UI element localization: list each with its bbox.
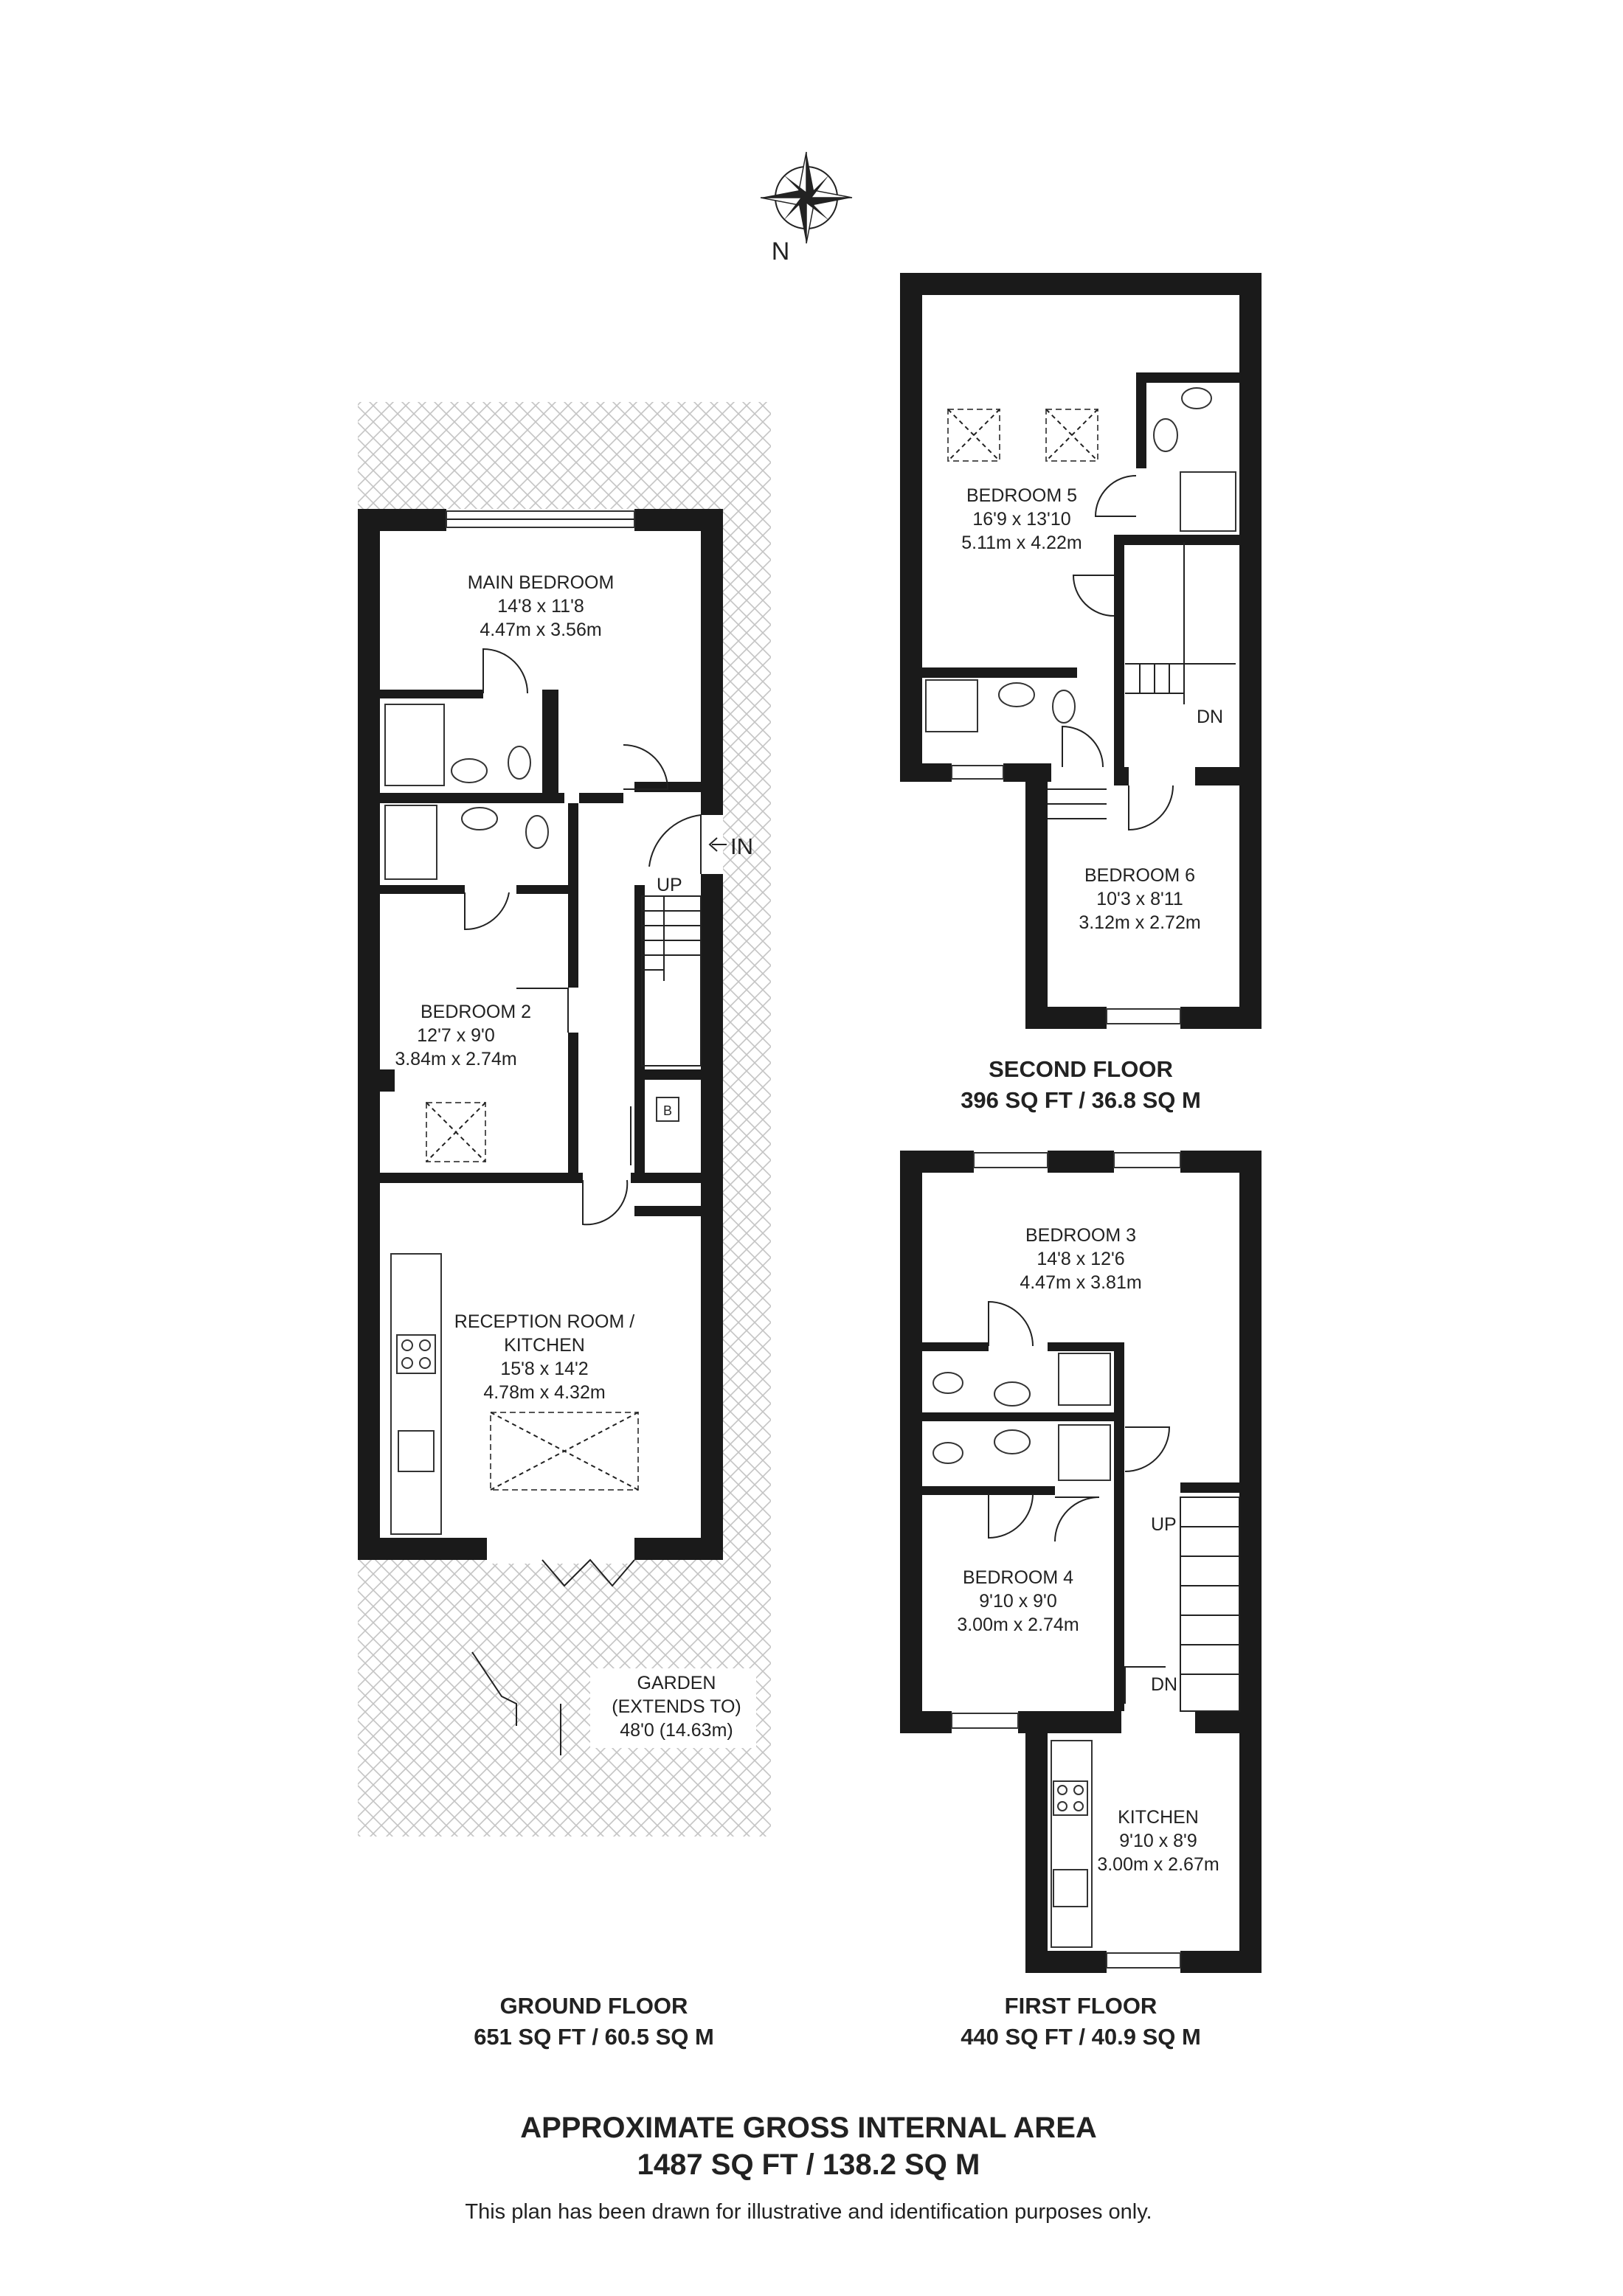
ground-floor-staircase — [641, 895, 702, 1067]
toilet-icon — [525, 815, 549, 849]
kitchen-imperial: 9'10 x 8'9 — [1119, 1831, 1197, 1851]
reception-metric: 4.78m x 4.32m — [483, 1382, 605, 1403]
kitchen-worktop — [390, 1253, 442, 1535]
bedroom-5-imperial: 16'9 x 13'10 — [972, 509, 1070, 530]
compass-rose-icon — [760, 151, 853, 244]
second-floor-staircase — [1048, 542, 1236, 819]
skylight-icon — [426, 1102, 486, 1162]
bedroom-6-imperial: 10'3 x 8'11 — [1096, 889, 1183, 909]
bedroom-2-imperial: 12'7 x 9'0 — [417, 1025, 494, 1046]
basin-icon — [998, 682, 1035, 707]
second-stair-down-label: DN — [1197, 707, 1223, 727]
basin-icon — [994, 1429, 1031, 1454]
reception-imperial: 15'8 x 14'2 — [500, 1359, 588, 1379]
second-floor-title: SECOND FLOOR — [989, 1056, 1173, 1082]
main-bedroom-name: MAIN BEDROOM — [468, 572, 615, 593]
ground-floor-plan: UP IN B — [358, 402, 771, 1837]
sink-icon — [1053, 1869, 1088, 1907]
bedroom-4-metric: 3.00m x 2.74m — [957, 1615, 1079, 1635]
toilet-icon — [932, 1372, 963, 1394]
toilet-icon — [1181, 387, 1212, 409]
boiler-box — [656, 1097, 679, 1122]
skylight-icon — [1045, 409, 1098, 462]
toilet-icon — [932, 1442, 963, 1464]
bedroom-5-metric: 5.11m x 4.22m — [961, 533, 1082, 553]
garden-length: 48'0 (14.63m) — [620, 1720, 733, 1741]
boiler-label: B — [663, 1103, 672, 1118]
bedroom-3-name: BEDROOM 3 — [1025, 1225, 1136, 1246]
basin-icon — [451, 758, 488, 783]
toilet-icon — [1052, 690, 1076, 724]
shower-tray-icon — [384, 805, 437, 880]
shower-tray-icon — [1058, 1353, 1111, 1406]
first-floor-staircase — [1180, 1496, 1240, 1712]
first-floor-title: FIRST FLOOR — [1005, 1993, 1157, 2019]
first-floor-plan — [900, 1151, 1262, 1973]
main-bedroom-metric: 4.47m x 3.56m — [480, 620, 601, 640]
bedroom-6-metric: 3.12m x 2.72m — [1079, 912, 1200, 933]
sink-icon — [398, 1430, 435, 1472]
bedroom-3-imperial: 14'8 x 12'6 — [1037, 1249, 1124, 1269]
kitchen-name: KITCHEN — [1118, 1807, 1199, 1828]
ground-stair-up-label: UP — [657, 875, 682, 895]
ground-floor-area: 651 SQ FT / 60.5 SQ M — [474, 2024, 714, 2050]
hob-icon — [1053, 1780, 1088, 1816]
first-stair-up-label: UP — [1151, 1514, 1177, 1535]
main-bedroom-imperial: 14'8 x 11'8 — [497, 596, 584, 617]
basin-icon — [1153, 418, 1178, 452]
entrance-label: IN — [730, 833, 753, 859]
bedroom-2-name: BEDROOM 2 — [421, 1002, 531, 1022]
bedroom-2-metric: 3.84m x 2.74m — [395, 1049, 516, 1069]
bedroom-3-metric: 4.47m x 3.81m — [1020, 1272, 1141, 1293]
second-floor-plan — [900, 273, 1262, 1029]
garden-name: GARDEN — [637, 1673, 716, 1693]
gross-area-heading: APPROXIMATE GROSS INTERNAL AREA — [520, 2112, 1097, 2144]
shower-tray-icon — [1180, 471, 1236, 532]
shower-tray-icon — [384, 704, 445, 786]
skylight-icon — [947, 409, 1000, 462]
bedroom-4-name: BEDROOM 4 — [963, 1567, 1073, 1588]
ground-floor-title: GROUND FLOOR — [500, 1993, 688, 2019]
first-floor-area: 440 SQ FT / 40.9 SQ M — [961, 2024, 1201, 2050]
compass-north-label: N — [772, 237, 790, 266]
first-stair-down-label: DN — [1151, 1674, 1177, 1695]
basin-icon — [461, 807, 498, 830]
second-floor-area: 396 SQ FT / 36.8 SQ M — [961, 1087, 1201, 1113]
disclaimer-text: This plan has been drawn for illustrativ… — [465, 2200, 1152, 2224]
kitchen-metric: 3.00m x 2.67m — [1097, 1854, 1219, 1875]
shower-tray-icon — [925, 679, 978, 732]
bedroom-6-name: BEDROOM 6 — [1084, 865, 1195, 886]
bedroom-5-name: BEDROOM 5 — [966, 485, 1077, 506]
bifold-door-icon — [541, 1558, 635, 1587]
hob-icon — [396, 1334, 436, 1374]
bedroom-4-imperial: 9'10 x 9'0 — [979, 1591, 1056, 1612]
toilet-icon — [508, 746, 531, 780]
shower-tray-icon — [1058, 1424, 1111, 1481]
basin-icon — [994, 1381, 1031, 1407]
reception-name-line1: RECEPTION ROOM / — [454, 1311, 635, 1332]
skylight-icon — [490, 1412, 639, 1491]
entrance-arrow-icon — [708, 837, 727, 852]
gross-area-total: 1487 SQ FT / 138.2 SQ M — [637, 2148, 980, 2181]
reception-name-line2: KITCHEN — [504, 1335, 585, 1356]
garden-note: (EXTENDS TO) — [612, 1696, 741, 1717]
kitchen-worktop — [1051, 1740, 1093, 1948]
